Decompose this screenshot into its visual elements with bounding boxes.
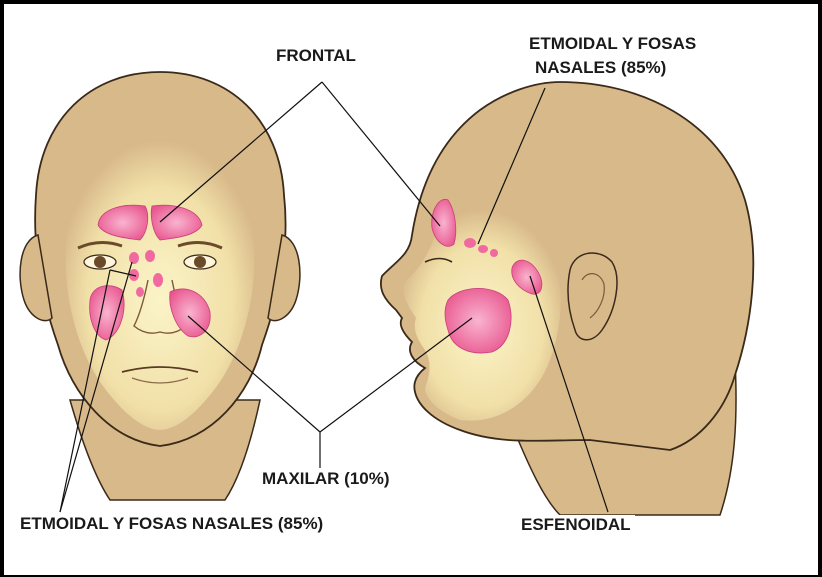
front-face xyxy=(20,72,300,500)
side-profile xyxy=(381,82,753,515)
label-etmoidal-side-line2: NASALES (85%) xyxy=(529,56,696,80)
label-maxilar: MAXILAR (10%) xyxy=(258,469,394,489)
front-ethmoid-cell-2 xyxy=(145,250,155,262)
front-left-iris xyxy=(94,256,106,268)
side-ethmoid-cell-3 xyxy=(490,249,498,257)
side-ethmoid-cell-2 xyxy=(478,245,488,253)
front-ethmoid-cell-5 xyxy=(136,287,144,297)
label-etmoidal-side-line1: ETMOIDAL Y FOSAS xyxy=(529,32,696,56)
label-etmoidal-front: ETMOIDAL Y FOSAS NASALES (85%) xyxy=(16,514,327,534)
side-maxillary-sinus xyxy=(445,288,511,353)
label-etmoidal-side: ETMOIDAL Y FOSAS NASALES (85%) xyxy=(525,32,700,80)
front-right-iris xyxy=(194,256,206,268)
front-ethmoid-cell-1 xyxy=(129,252,139,264)
leader-frontal-side xyxy=(322,82,440,226)
front-ethmoid-cell-4 xyxy=(153,273,163,287)
label-frontal: FRONTAL xyxy=(272,46,360,66)
label-esfenoidal: ESFENOIDAL xyxy=(517,515,635,535)
side-ethmoid-cell-1 xyxy=(464,238,476,248)
